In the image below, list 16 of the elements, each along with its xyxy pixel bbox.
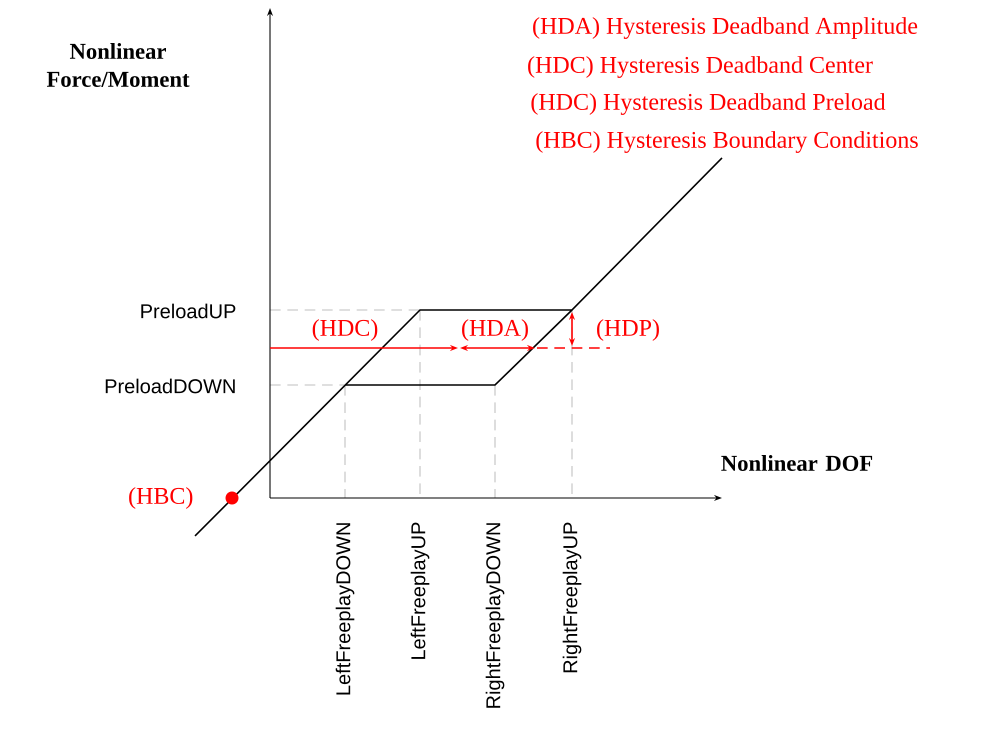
note-text: (HDA) Hysteresis Deadband Amplitude xyxy=(533,17,918,39)
tick-label: LeftFreeplayDOWN xyxy=(336,523,354,694)
tick-label: PreloadUP xyxy=(141,304,236,318)
dimension-label: (HDP) xyxy=(597,319,659,341)
axis-label: Nonlinear Force/Moment xyxy=(46,43,190,87)
dimension-label: (HDA) xyxy=(462,319,528,341)
note-text: (HBC) Hysteresis Boundary Conditions xyxy=(536,131,918,153)
note-text: (HDC) Hysteresis Deadband Center xyxy=(528,56,873,78)
note-text: (HDC) Hysteresis Deadband Preload xyxy=(531,93,886,115)
tick-label: RightFreeplayUP xyxy=(562,522,582,672)
tick-label: LeftFreeplayUP xyxy=(410,522,430,659)
axis-label: Nonlinear DOF xyxy=(721,455,872,471)
dimension-label: (HBC) xyxy=(129,487,192,509)
tick-label: PreloadDOWN xyxy=(106,378,235,394)
dimension-label: (HDC) xyxy=(312,319,378,341)
tick-label: RightFreeplayDOWN xyxy=(486,523,504,708)
